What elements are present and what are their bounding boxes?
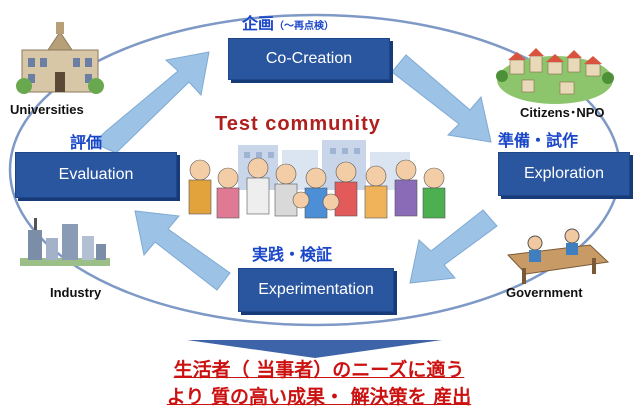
citizens-illustration — [496, 48, 614, 104]
universities-illustration — [16, 22, 104, 94]
outcome-line-2: より 質の高い成果・ 解決策を 産出 — [166, 386, 472, 408]
outcome-arrow — [187, 340, 442, 358]
experimentation-box: Experimentation — [238, 268, 394, 312]
cocreation-jp-label: 企画（〜再点検） — [242, 14, 335, 33]
exploration-jp-label: 準備・試作 — [498, 131, 579, 150]
exploration-box: Exploration — [498, 152, 630, 196]
test-community-title: Test community — [215, 113, 381, 135]
outcome-line-1: 生活者（ 当事者）のニーズに適う — [173, 359, 465, 381]
arrow-cocreation-to-exploration — [391, 54, 492, 143]
evaluation-box: Evaluation — [15, 152, 177, 198]
citizens-npo-label: Citizens･NPO — [520, 105, 605, 120]
industry-illustration — [20, 218, 110, 266]
cocreation-jp-note: （〜再点検） — [274, 21, 335, 32]
industry-label: Industry — [50, 285, 102, 300]
universities-label: Universities — [10, 102, 84, 117]
experimentation-jp-label: 実践・検証 — [252, 245, 333, 264]
evaluation-jp-label: 評価 — [70, 133, 103, 152]
government-label: Government — [506, 285, 583, 300]
cocreation-box: Co-Creation — [228, 38, 390, 80]
community-illustration — [188, 140, 446, 219]
arrow-experimentation-to-evaluation — [134, 210, 231, 291]
arrow-exploration-to-experimentation — [409, 209, 498, 284]
arrow-evaluation-to-cocreation — [93, 51, 210, 154]
government-illustration — [506, 228, 610, 284]
